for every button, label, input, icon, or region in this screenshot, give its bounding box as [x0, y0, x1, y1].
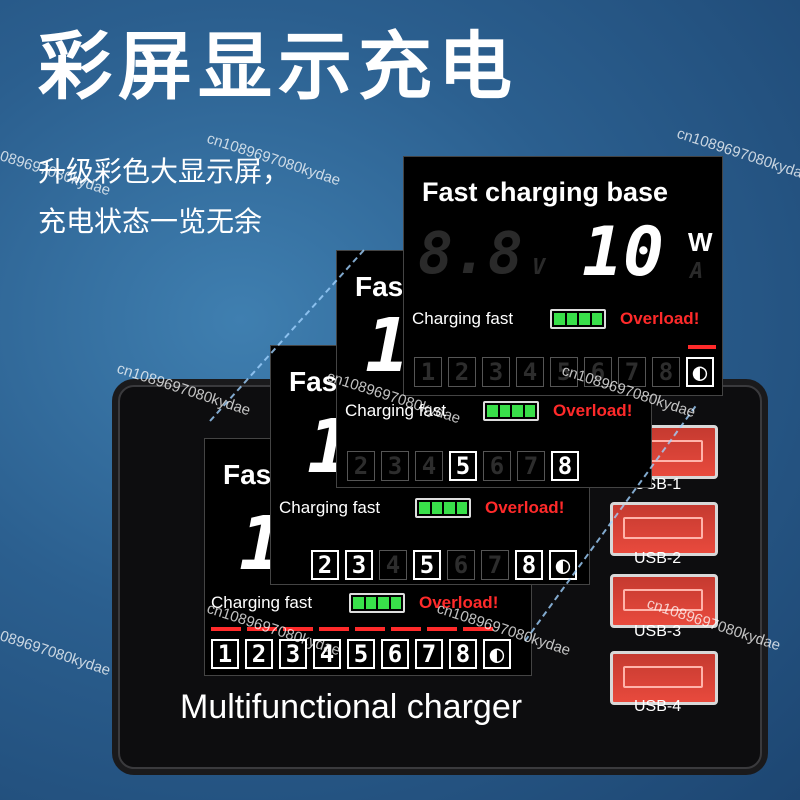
wireless-charge-icon: ◐ [483, 639, 511, 669]
usb-port-4-label: USB-4 [634, 698, 682, 715]
panel-3-title: Fas [289, 366, 338, 397]
slot-3: 3 [381, 451, 409, 481]
slot-5: 5 [550, 357, 578, 387]
slot-7: 7 [481, 550, 509, 580]
brand-label: Multifunctional charger [180, 688, 523, 726]
slot-4: 4 [516, 357, 544, 387]
display-panel-1: Fast charging base 8.8 V 10 W A Charging… [403, 156, 723, 396]
panel-1-slots: 1 2 3 4 5 6 7 8 ◐ [414, 357, 714, 387]
slot-6: 6 [447, 550, 475, 580]
panel-1-power-value: 10 [582, 213, 664, 292]
slot-7: 7 [618, 357, 646, 387]
slot-8: 8 [449, 639, 477, 669]
battery-icon [483, 401, 539, 421]
battery-icon [415, 498, 471, 518]
panel-2-title: Fas [355, 271, 404, 302]
battery-icon [550, 309, 606, 329]
panel-2-digit: 1 [365, 303, 410, 389]
subtitle-line-1: 升级彩色大显示屏， [38, 155, 291, 188]
slot-7: 7 [415, 639, 443, 669]
wireless-charge-icon: ◐ [686, 357, 714, 387]
slot-3: 3 [482, 357, 510, 387]
panel-2-slots: 2 3 4 5 6 7 8 [347, 451, 579, 481]
panel-1-amp-unit: A [690, 259, 704, 284]
headline: 彩屏显示充电 [38, 24, 518, 110]
slot-1: 1 [211, 639, 239, 669]
panel-3-slots: 2 3 4 5 6 7 8 ◐ [311, 550, 577, 580]
slot-5: 5 [413, 550, 441, 580]
slot-4: 4 [415, 451, 443, 481]
slot-5: 5 [347, 639, 375, 669]
slot-6: 6 [584, 357, 612, 387]
panel-1-power-unit: W [688, 227, 713, 257]
slot-1: 1 [414, 357, 442, 387]
panel-4-title: Fas [223, 459, 272, 490]
slot-4: 4 [379, 550, 407, 580]
slot-4: 4 [313, 639, 341, 669]
usb-port-3-label: USB-3 [634, 623, 682, 640]
slot-2: 2 [311, 550, 339, 580]
watermark: cn1089697080kydae [0, 620, 113, 680]
slot-8: 8 [551, 451, 579, 481]
panel-1-volt-unit: V [532, 255, 546, 280]
slot-2: 2 [245, 639, 273, 669]
slot-3: 3 [345, 550, 373, 580]
panel-1-ghost-volts: 8.8 [418, 219, 523, 287]
slot-3: 3 [279, 639, 307, 669]
panel-1-title: Fast charging base [422, 177, 669, 207]
slot-6: 6 [381, 639, 409, 669]
slot-2: 2 [347, 451, 375, 481]
panel-4-slots: 1 2 3 4 5 6 7 8 ◐ [211, 639, 511, 669]
panel-4-overload: Overload! [419, 593, 499, 612]
panel-1-overload: Overload! [620, 309, 700, 328]
slot-8: 8 [652, 357, 680, 387]
panel-2-charging-label: Charging fast [345, 401, 447, 420]
usb-port-4 [610, 651, 718, 705]
slot-5: 5 [449, 451, 477, 481]
battery-icon [349, 593, 405, 613]
panel-3-overload: Overload! [485, 498, 565, 517]
subtitle-line-2: 充电状态一览无余 [38, 205, 263, 238]
slot-6: 6 [483, 451, 511, 481]
slot-8: 8 [515, 550, 543, 580]
panel-4-charging-label: Charging fast [211, 593, 313, 612]
usb-port-2 [610, 502, 718, 556]
panel-1-charging-label: Charging fast [412, 309, 514, 328]
panel-1-slot-bar [688, 345, 716, 349]
usb-port-3 [610, 574, 718, 628]
slot-2: 2 [448, 357, 476, 387]
wireless-charge-icon: ◐ [549, 550, 577, 580]
usb-port-2-label: USB-2 [634, 550, 682, 567]
panel-3-charging-label: Charging fast [279, 498, 381, 517]
slot-7: 7 [517, 451, 545, 481]
panel-2-overload: Overload! [553, 401, 633, 420]
